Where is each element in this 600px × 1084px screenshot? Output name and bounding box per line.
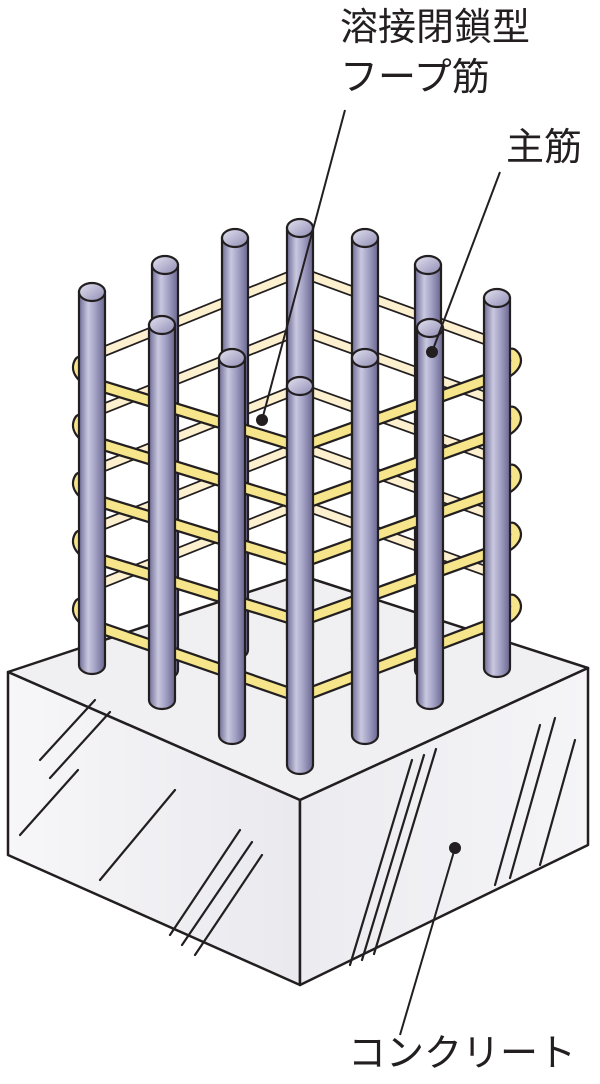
main-rebar [350,347,380,746]
main-rebar [147,314,177,711]
main-rebar [415,317,445,711]
rebar-leader-dot [426,346,438,358]
hoop-leader-line [261,109,346,421]
front-rebars [77,281,512,776]
hoop-label-line1: 溶接閉鎖型 [340,5,531,49]
main-rebar [285,375,315,776]
concrete-leader-line [399,847,456,1036]
concrete-right-face [298,666,590,987]
concrete-texture [18,698,577,967]
concrete-label: コンクリート [348,1031,577,1075]
hoop-label-line2: フープ筋 [340,55,490,99]
main-rebar [77,281,107,676]
main-rebar [217,347,247,746]
rebar-leader-line [431,171,501,353]
leader-lines [256,109,501,1036]
main-rebar-label: 主筋 [506,125,583,169]
main-rebar [482,287,512,679]
hoop-leader-dot [256,414,268,426]
concrete-leader-dot [449,842,461,854]
